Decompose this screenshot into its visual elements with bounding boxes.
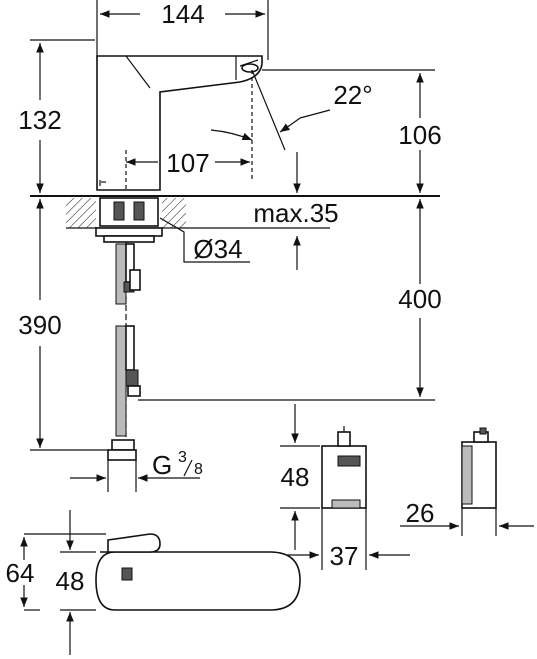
dim-angle: 22° xyxy=(210,69,373,180)
top-view: 64 48 xyxy=(6,510,301,655)
dim-390: 390 xyxy=(18,199,108,451)
mounting-assembly xyxy=(95,197,163,243)
dim-thread: G 3 8 xyxy=(70,449,203,492)
dim-144: 144 xyxy=(96,0,269,60)
dim-total-height: 132 xyxy=(18,105,61,135)
dim-hose-reach: 400 xyxy=(398,284,441,314)
thread-label: G xyxy=(152,450,172,480)
dim-spray-angle: 22° xyxy=(333,80,372,110)
dim-top-width: 48 xyxy=(56,566,85,596)
dim-box-height: 48 xyxy=(281,462,310,492)
countertop xyxy=(30,195,440,229)
dim-hole-diameter: Ø34 xyxy=(193,234,242,264)
dim-diameter: Ø34 xyxy=(159,217,250,264)
dim-box-width: 37 xyxy=(330,541,359,571)
dim-hose-length: 390 xyxy=(18,310,61,340)
dim-max-thickness: max.35 xyxy=(253,198,338,228)
faucet-body xyxy=(96,55,263,191)
dim-box-depth: 26 xyxy=(406,498,435,528)
control-box-front: 48 37 xyxy=(280,404,410,571)
dim-400: 400 xyxy=(138,199,442,401)
dim-107: 107 xyxy=(125,148,250,192)
dim-132: 132 xyxy=(18,39,95,193)
dim-top-depth: 64 xyxy=(6,558,35,588)
dim-spout-length: 144 xyxy=(161,0,204,29)
thread-denominator: 8 xyxy=(194,461,203,478)
hoses xyxy=(107,242,141,461)
dim-outlet-height: 106 xyxy=(398,120,441,150)
dim-max35: max.35 xyxy=(186,198,339,270)
control-box-side: 26 xyxy=(400,427,534,536)
dim-outlet-reach: 107 xyxy=(166,148,209,178)
dim-106: 106 xyxy=(262,69,442,193)
thread-numerator: 3 xyxy=(178,449,187,466)
